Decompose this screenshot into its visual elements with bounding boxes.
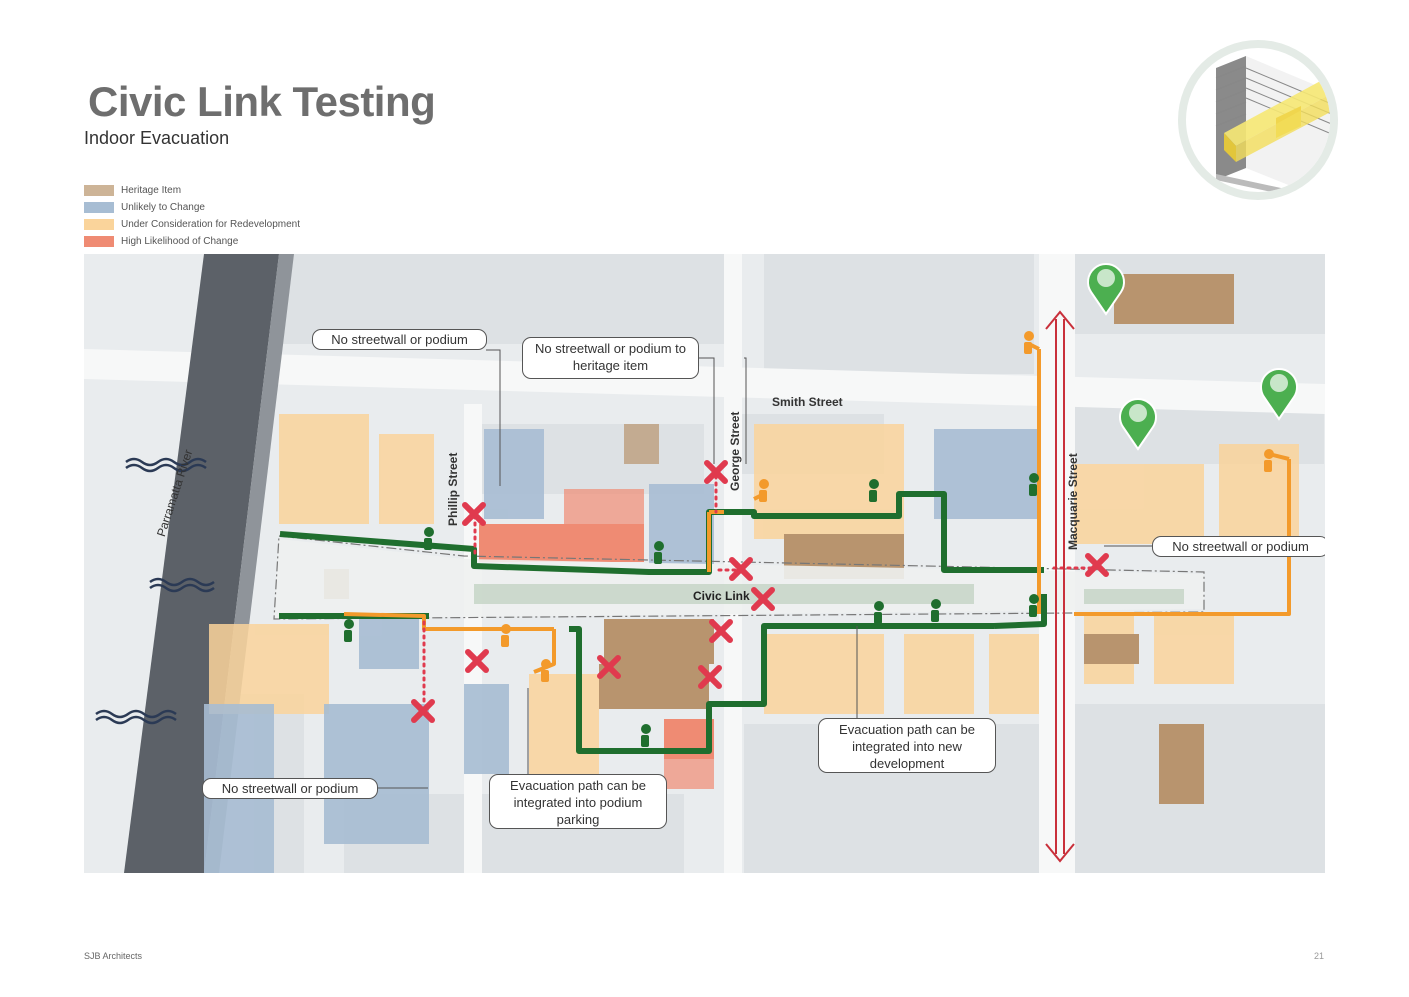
legend-item-high: High Likelihood of Change [84,233,300,250]
legend-label: Heritage Item [121,185,182,196]
legend-item-unlikely: Unlikely to Change [84,199,300,216]
legend-label: Unlikely to Change [121,202,205,213]
legend-item-consideration: Under Consideration for Redevelopment [84,216,300,233]
callout-no-streetwall-phillip: No streetwall or podium [312,329,487,350]
callout-no-streetwall-heritage: No streetwall or podium to heritage item [522,337,699,379]
callout-no-streetwall-macquarie: No streetwall or podium [1152,536,1325,557]
legend-swatch [84,185,114,196]
footer-firm: SJB Architects [84,951,143,961]
page-title: Civic Link Testing [88,78,436,125]
page-subtitle: Indoor Evacuation [84,128,230,148]
street-label-macquarie: Macquarie Street [1066,453,1080,550]
callout-new-development: Evacuation path can be integrated into n… [818,718,996,773]
legend-swatch [84,236,114,247]
street-label-smith: Smith Street [772,395,843,409]
street-label-phillip: Phillip Street [446,452,460,526]
legend-label: Under Consideration for Redevelopment [121,219,300,230]
legend-swatch [84,219,114,230]
street-label-george: George Street [728,411,742,491]
page-number: 21 [1314,951,1325,961]
callout-no-streetwall-southwest: No streetwall or podium [202,778,378,799]
site-map: No streetwall or podium No streetwall or… [84,254,1325,873]
legend: Heritage Item Unlikely to Change Under C… [84,182,300,250]
legend-item-heritage: Heritage Item [84,182,300,199]
legend-label: High Likelihood of Change [121,236,239,247]
callout-podium-parking: Evacuation path can be integrated into p… [489,774,667,829]
civic-link-label: Civic Link [693,589,750,603]
legend-swatch [84,202,114,213]
key-diagram-icon [1178,40,1338,200]
